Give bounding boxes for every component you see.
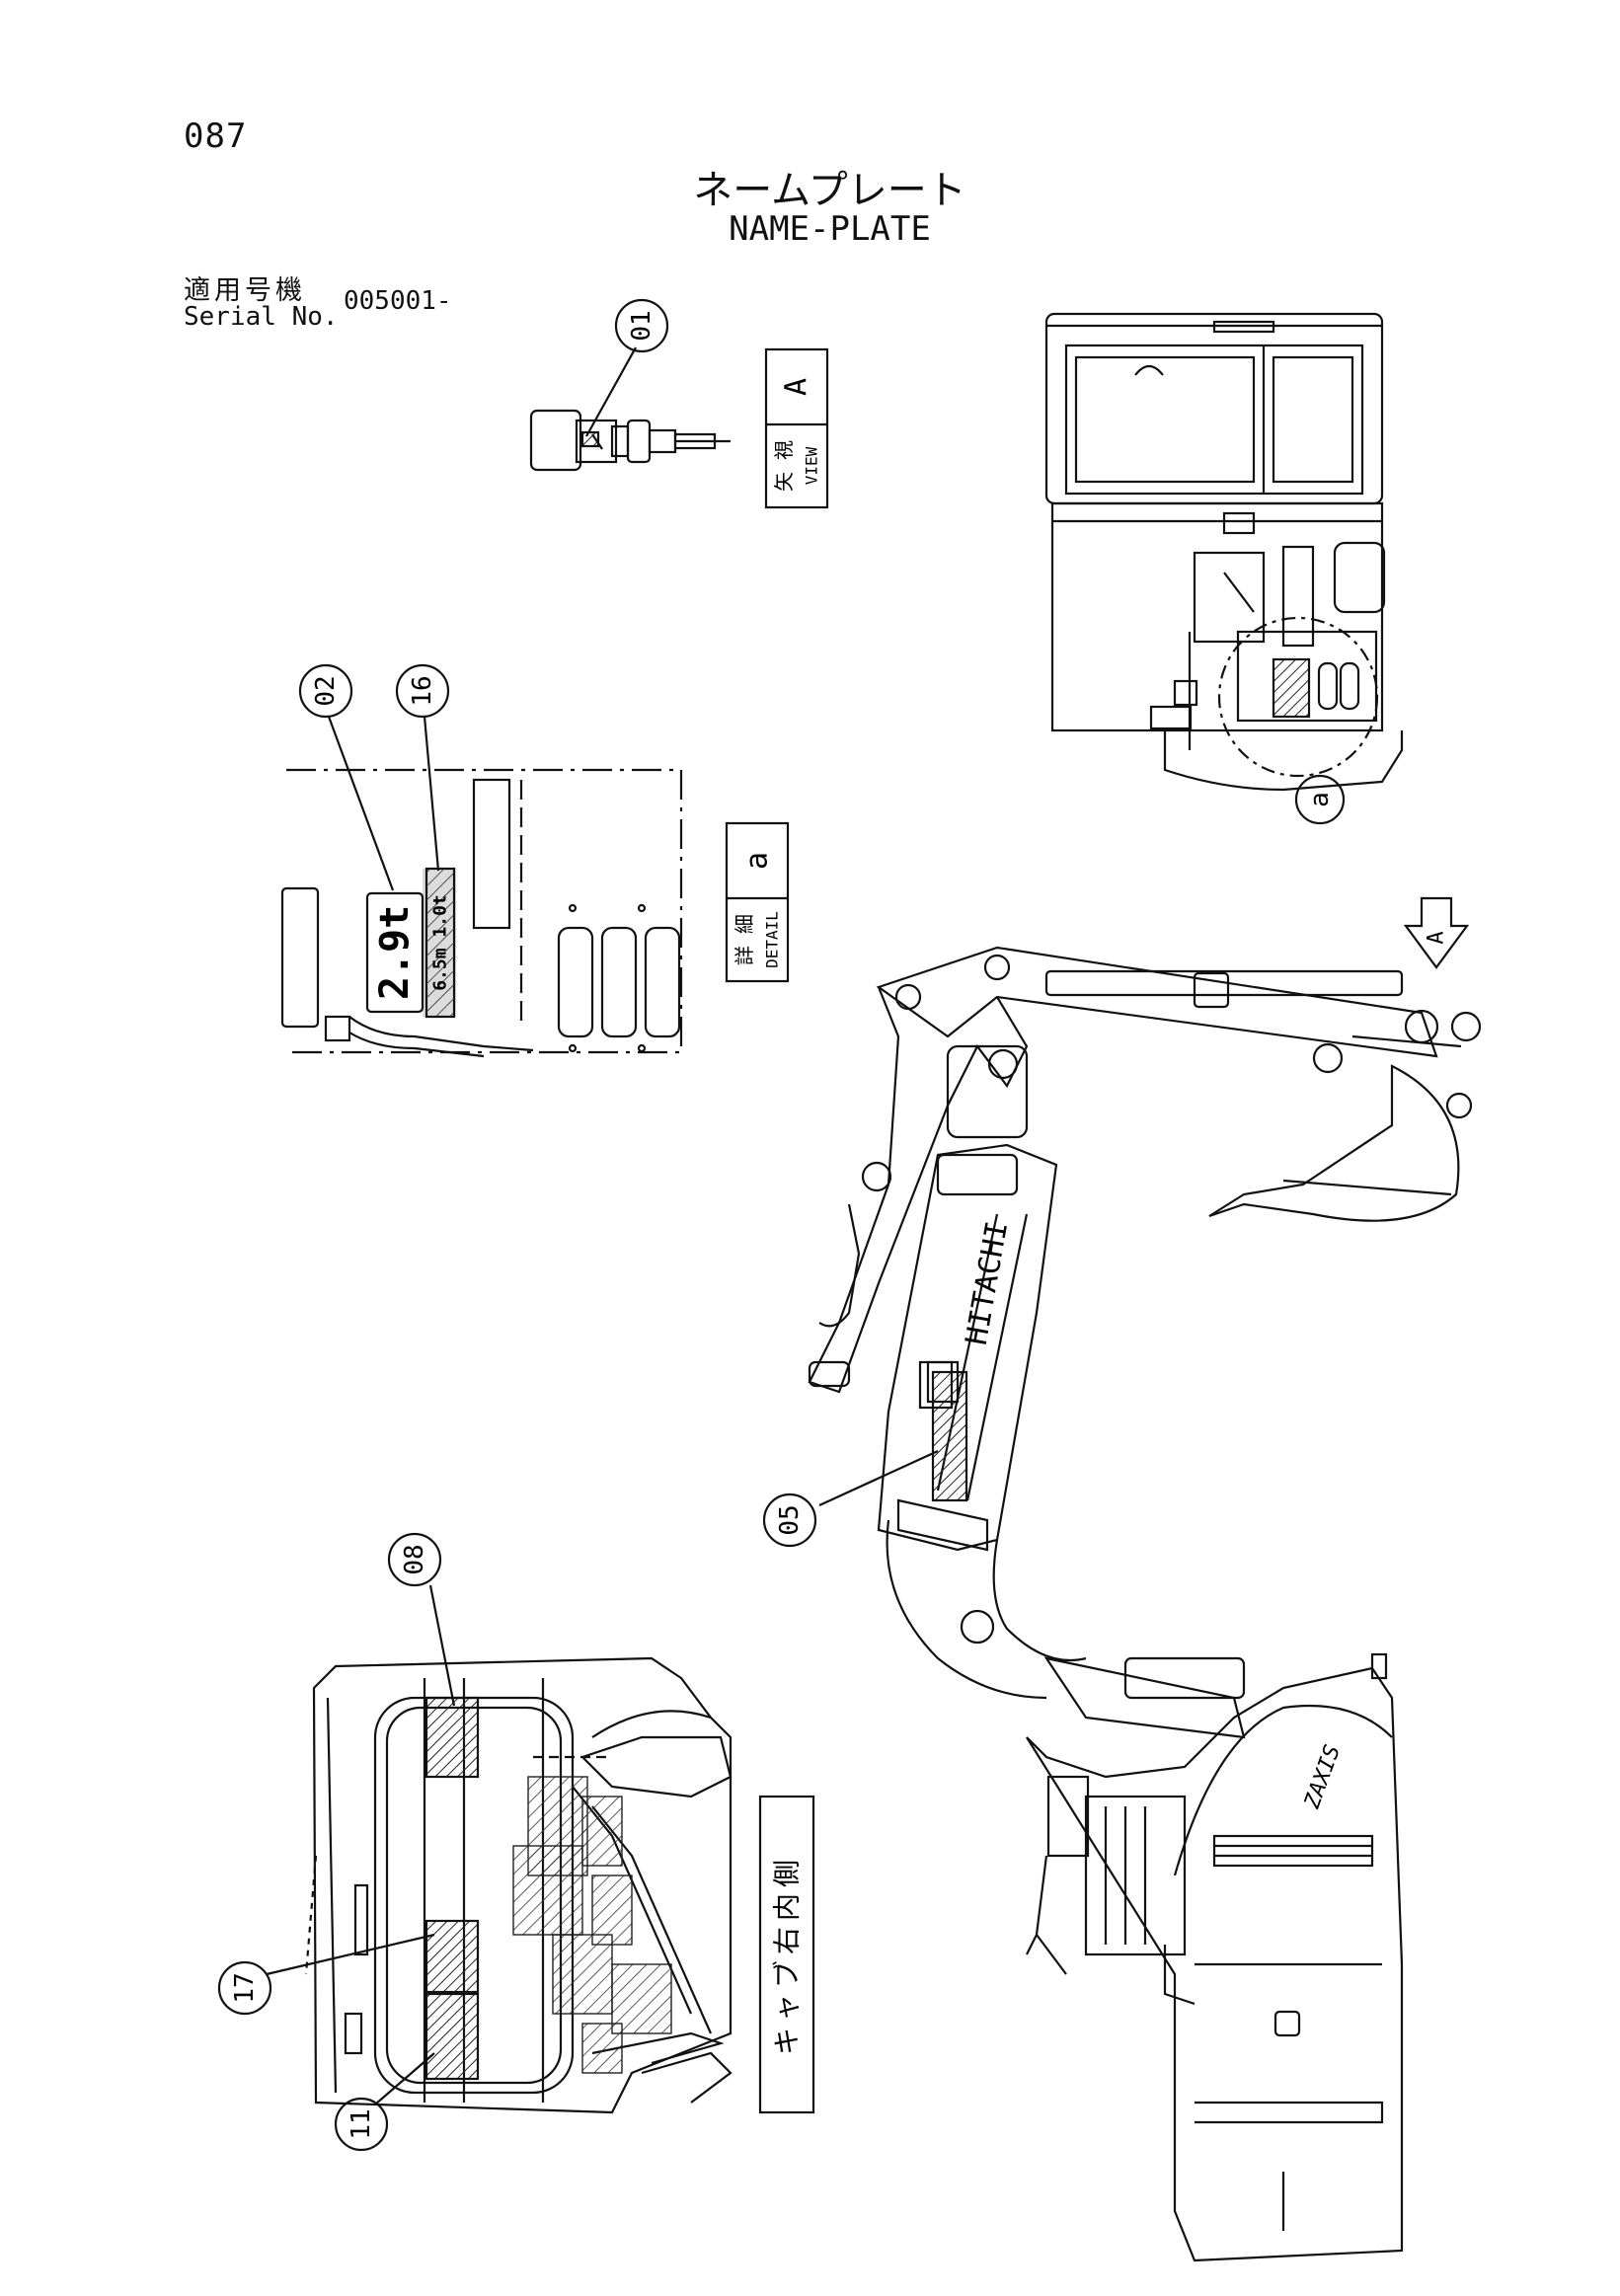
leader-05 [818, 1450, 939, 1506]
detail-a-box [725, 821, 790, 983]
model-logo: ZAXIS [1300, 1742, 1346, 1813]
view-arrow-a [1403, 896, 1470, 969]
callout-label-11: 11 [347, 2108, 376, 2139]
cab-label-box [758, 1795, 815, 2114]
leader-11 [374, 2052, 435, 2105]
callout-label-01: 01 [627, 310, 656, 341]
cab-decal-17 [424, 1919, 480, 1994]
serial-label-japanese: 適用号機 [184, 275, 306, 306]
callout-label-a: a [1305, 792, 1335, 807]
page-title-english: NAME-PLATE [729, 209, 931, 249]
detail-label-english: DETAIL [763, 911, 782, 968]
detail-letter: a [740, 852, 775, 870]
view-arrow-letter: A [1425, 931, 1449, 944]
view-letter: A [780, 378, 814, 396]
view-label-japanese: 矢 視 [772, 440, 796, 492]
callout-circle-08 [387, 1532, 442, 1587]
callout-circle-17 [217, 1960, 272, 2016]
view-a-box [764, 347, 829, 509]
leader-02 [327, 716, 395, 891]
cab-decal-11 [424, 1992, 480, 2081]
weight-plate-02: 2.9t [372, 905, 418, 1000]
boom-name-plate-05 [931, 1370, 968, 1502]
cab-top-view [1044, 312, 1404, 792]
excavator-side-view [808, 946, 1482, 2262]
leader-17 [266, 1933, 435, 1976]
rating-plate-16: 6.5m 1.0t [430, 894, 451, 991]
cab-right-inside-label: キャブ右内側 [771, 1854, 804, 2055]
key-plate-assembly [529, 346, 731, 472]
callout-label-16: 16 [408, 675, 437, 706]
callout-label-17: 17 [230, 1972, 260, 2003]
page-title-japanese: ネームプレート [693, 168, 966, 213]
serial-number-value: 005001- [344, 286, 452, 316]
leader-16 [423, 716, 440, 872]
serial-label-english: Serial No. [184, 302, 339, 332]
detail-label-japanese: 詳 細 [733, 914, 756, 965]
page-number: 087 [184, 116, 248, 156]
leader-08 [428, 1584, 456, 1707]
callout-circle-01 [614, 298, 669, 353]
callout-label-05: 05 [775, 1504, 805, 1535]
callout-circle-a [1294, 774, 1346, 825]
cab-decal-08 [424, 1696, 480, 1779]
callout-label-02: 02 [311, 675, 341, 706]
boom-small-plate [926, 1360, 960, 1404]
boom-brand-text: HITACHI [960, 1219, 1015, 1348]
callout-circle-02 [298, 663, 353, 719]
callout-circle-11 [334, 2097, 389, 2152]
detail-a-panel [280, 768, 683, 1058]
callout-label-08: 08 [400, 1544, 429, 1574]
callout-circle-16 [395, 663, 450, 719]
seat-hatched-area [512, 1776, 672, 2074]
view-label-english: VIEW [803, 446, 821, 485]
callout-circle-05 [762, 1492, 817, 1548]
